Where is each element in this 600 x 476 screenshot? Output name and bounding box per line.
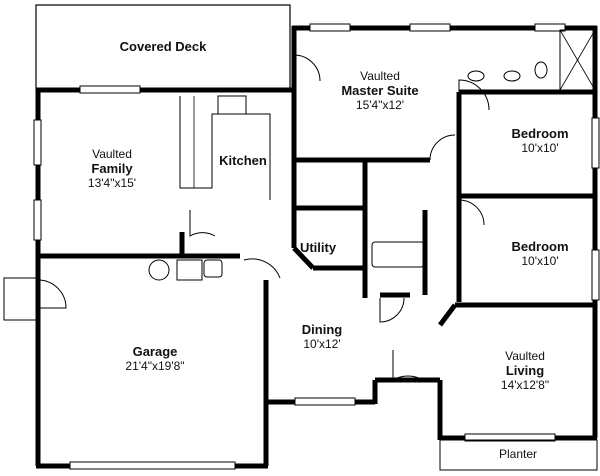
room-prefix: Vaulted xyxy=(92,147,132,161)
room-covered-deck: Covered Deck xyxy=(119,39,207,55)
room-name: Living xyxy=(505,362,545,378)
room-dimensions: 21'4"x19'8" xyxy=(125,358,185,373)
room-prefix: Vaulted xyxy=(360,69,400,83)
room-name: Kitchen xyxy=(219,153,267,168)
room-bedroom-2: Bedroom 10'x10' xyxy=(511,239,569,269)
room-name: Planter xyxy=(498,447,538,461)
room-dimensions: 10'x12' xyxy=(303,336,341,351)
room-planter: Planter xyxy=(498,447,538,462)
room-garage: Garage 21'4"x19'8" xyxy=(125,344,185,374)
room-master-suite: Vaulted Master Suite 15'4"x12' xyxy=(341,69,419,113)
room-dimensions: 15'4"x12' xyxy=(355,97,405,112)
room-family: Vaulted Family 13'4"x15' xyxy=(87,147,137,191)
room-dining: Dining 10'x12' xyxy=(301,322,343,352)
room-kitchen: Kitchen xyxy=(219,153,267,169)
room-name: Bedroom xyxy=(511,239,569,254)
planter-box xyxy=(439,439,598,471)
room-name: Covered Deck xyxy=(119,39,207,54)
room-name: Utility xyxy=(299,240,337,255)
room-name: Family xyxy=(91,160,133,176)
room-name: Bedroom xyxy=(511,126,569,141)
room-name: Dining xyxy=(301,322,343,337)
room-name: Master Suite xyxy=(341,82,419,98)
room-dimensions: 10'x10' xyxy=(521,140,559,155)
room-dimensions: 14'x12'8" xyxy=(500,377,550,392)
room-prefix: Vaulted xyxy=(505,349,545,363)
room-bedroom-1: Bedroom 10'x10' xyxy=(511,126,569,156)
room-utility: Utility xyxy=(299,240,337,256)
room-living: Vaulted Living 14'x12'8" xyxy=(500,349,550,393)
room-dimensions: 10'x10' xyxy=(521,253,559,268)
room-dimensions: 13'4"x15' xyxy=(87,175,137,190)
room-name: Garage xyxy=(132,344,178,359)
